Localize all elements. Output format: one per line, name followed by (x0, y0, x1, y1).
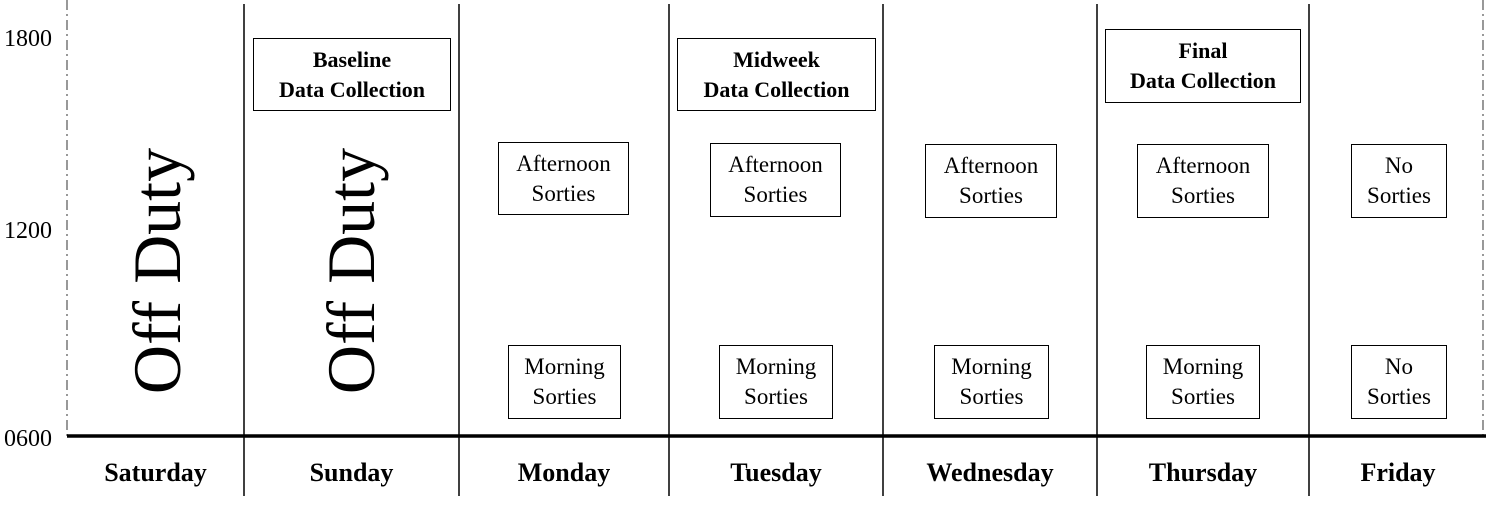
day-label-sunday: Sunday (309, 458, 394, 487)
day-label-monday: Monday (517, 458, 611, 487)
day-label-friday: Friday (1360, 458, 1436, 487)
thursday-afternoon-sorties-box: Afternoon Sorties (1137, 144, 1269, 218)
midweek-data-collection-label: Midweek Data Collection (703, 46, 850, 102)
monday-afternoon-sorties-label: Afternoon Sorties (516, 150, 611, 206)
wednesday-morning-sorties-box: Morning Sorties (934, 345, 1049, 419)
tuesday-afternoon-sorties-box: Afternoon Sorties (710, 143, 841, 217)
monday-morning-sorties-box: Morning Sorties (508, 345, 621, 419)
thursday-morning-sorties-label: Morning Sorties (1162, 354, 1244, 409)
y-tick-1800: 1800 (4, 26, 52, 52)
baseline-data-collection-box: Baseline Data Collection (253, 38, 451, 111)
day-label-thursday: Thursday (1148, 458, 1258, 487)
friday-afternoon-no-sorties-box: No Sorties (1351, 144, 1447, 218)
friday-afternoon-no-sorties-label: No Sorties (1367, 153, 1431, 208)
tuesday-morning-sorties-box: Morning Sorties (719, 345, 833, 419)
tuesday-afternoon-sorties-label: Afternoon Sorties (728, 152, 823, 207)
friday-morning-no-sorties-label: No Sorties (1367, 354, 1431, 409)
monday-afternoon-sorties-box: Afternoon Sorties (498, 142, 629, 215)
tuesday-morning-sorties-label: Morning Sorties (735, 354, 817, 409)
midweek-data-collection-box: Midweek Data Collection (677, 38, 876, 111)
baseline-data-collection-label: Baseline Data Collection (278, 46, 426, 102)
off-duty-saturday: Off Duty (119, 147, 195, 395)
day-label-tuesday: Tuesday (730, 458, 822, 487)
y-tick-0600: 0600 (4, 426, 52, 452)
wednesday-afternoon-sorties-box: Afternoon Sorties (925, 144, 1057, 218)
final-data-collection-label: Final Data Collection (1129, 38, 1277, 93)
monday-morning-sorties-label: Morning Sorties (524, 354, 605, 409)
wednesday-afternoon-sorties-label: Afternoon Sorties (943, 153, 1039, 208)
wednesday-morning-sorties-label: Morning Sorties (951, 354, 1032, 409)
day-label-saturday: Saturday (104, 458, 207, 487)
thursday-afternoon-sorties-label: Afternoon Sorties (1155, 153, 1251, 208)
off-duty-sunday: Off Duty (313, 147, 389, 395)
friday-morning-no-sorties-box: No Sorties (1351, 345, 1447, 419)
day-label-wednesday: Wednesday (926, 458, 1054, 487)
y-tick-1200: 1200 (4, 218, 52, 244)
final-data-collection-box: Final Data Collection (1105, 29, 1301, 103)
thursday-morning-sorties-box: Morning Sorties (1146, 345, 1260, 419)
